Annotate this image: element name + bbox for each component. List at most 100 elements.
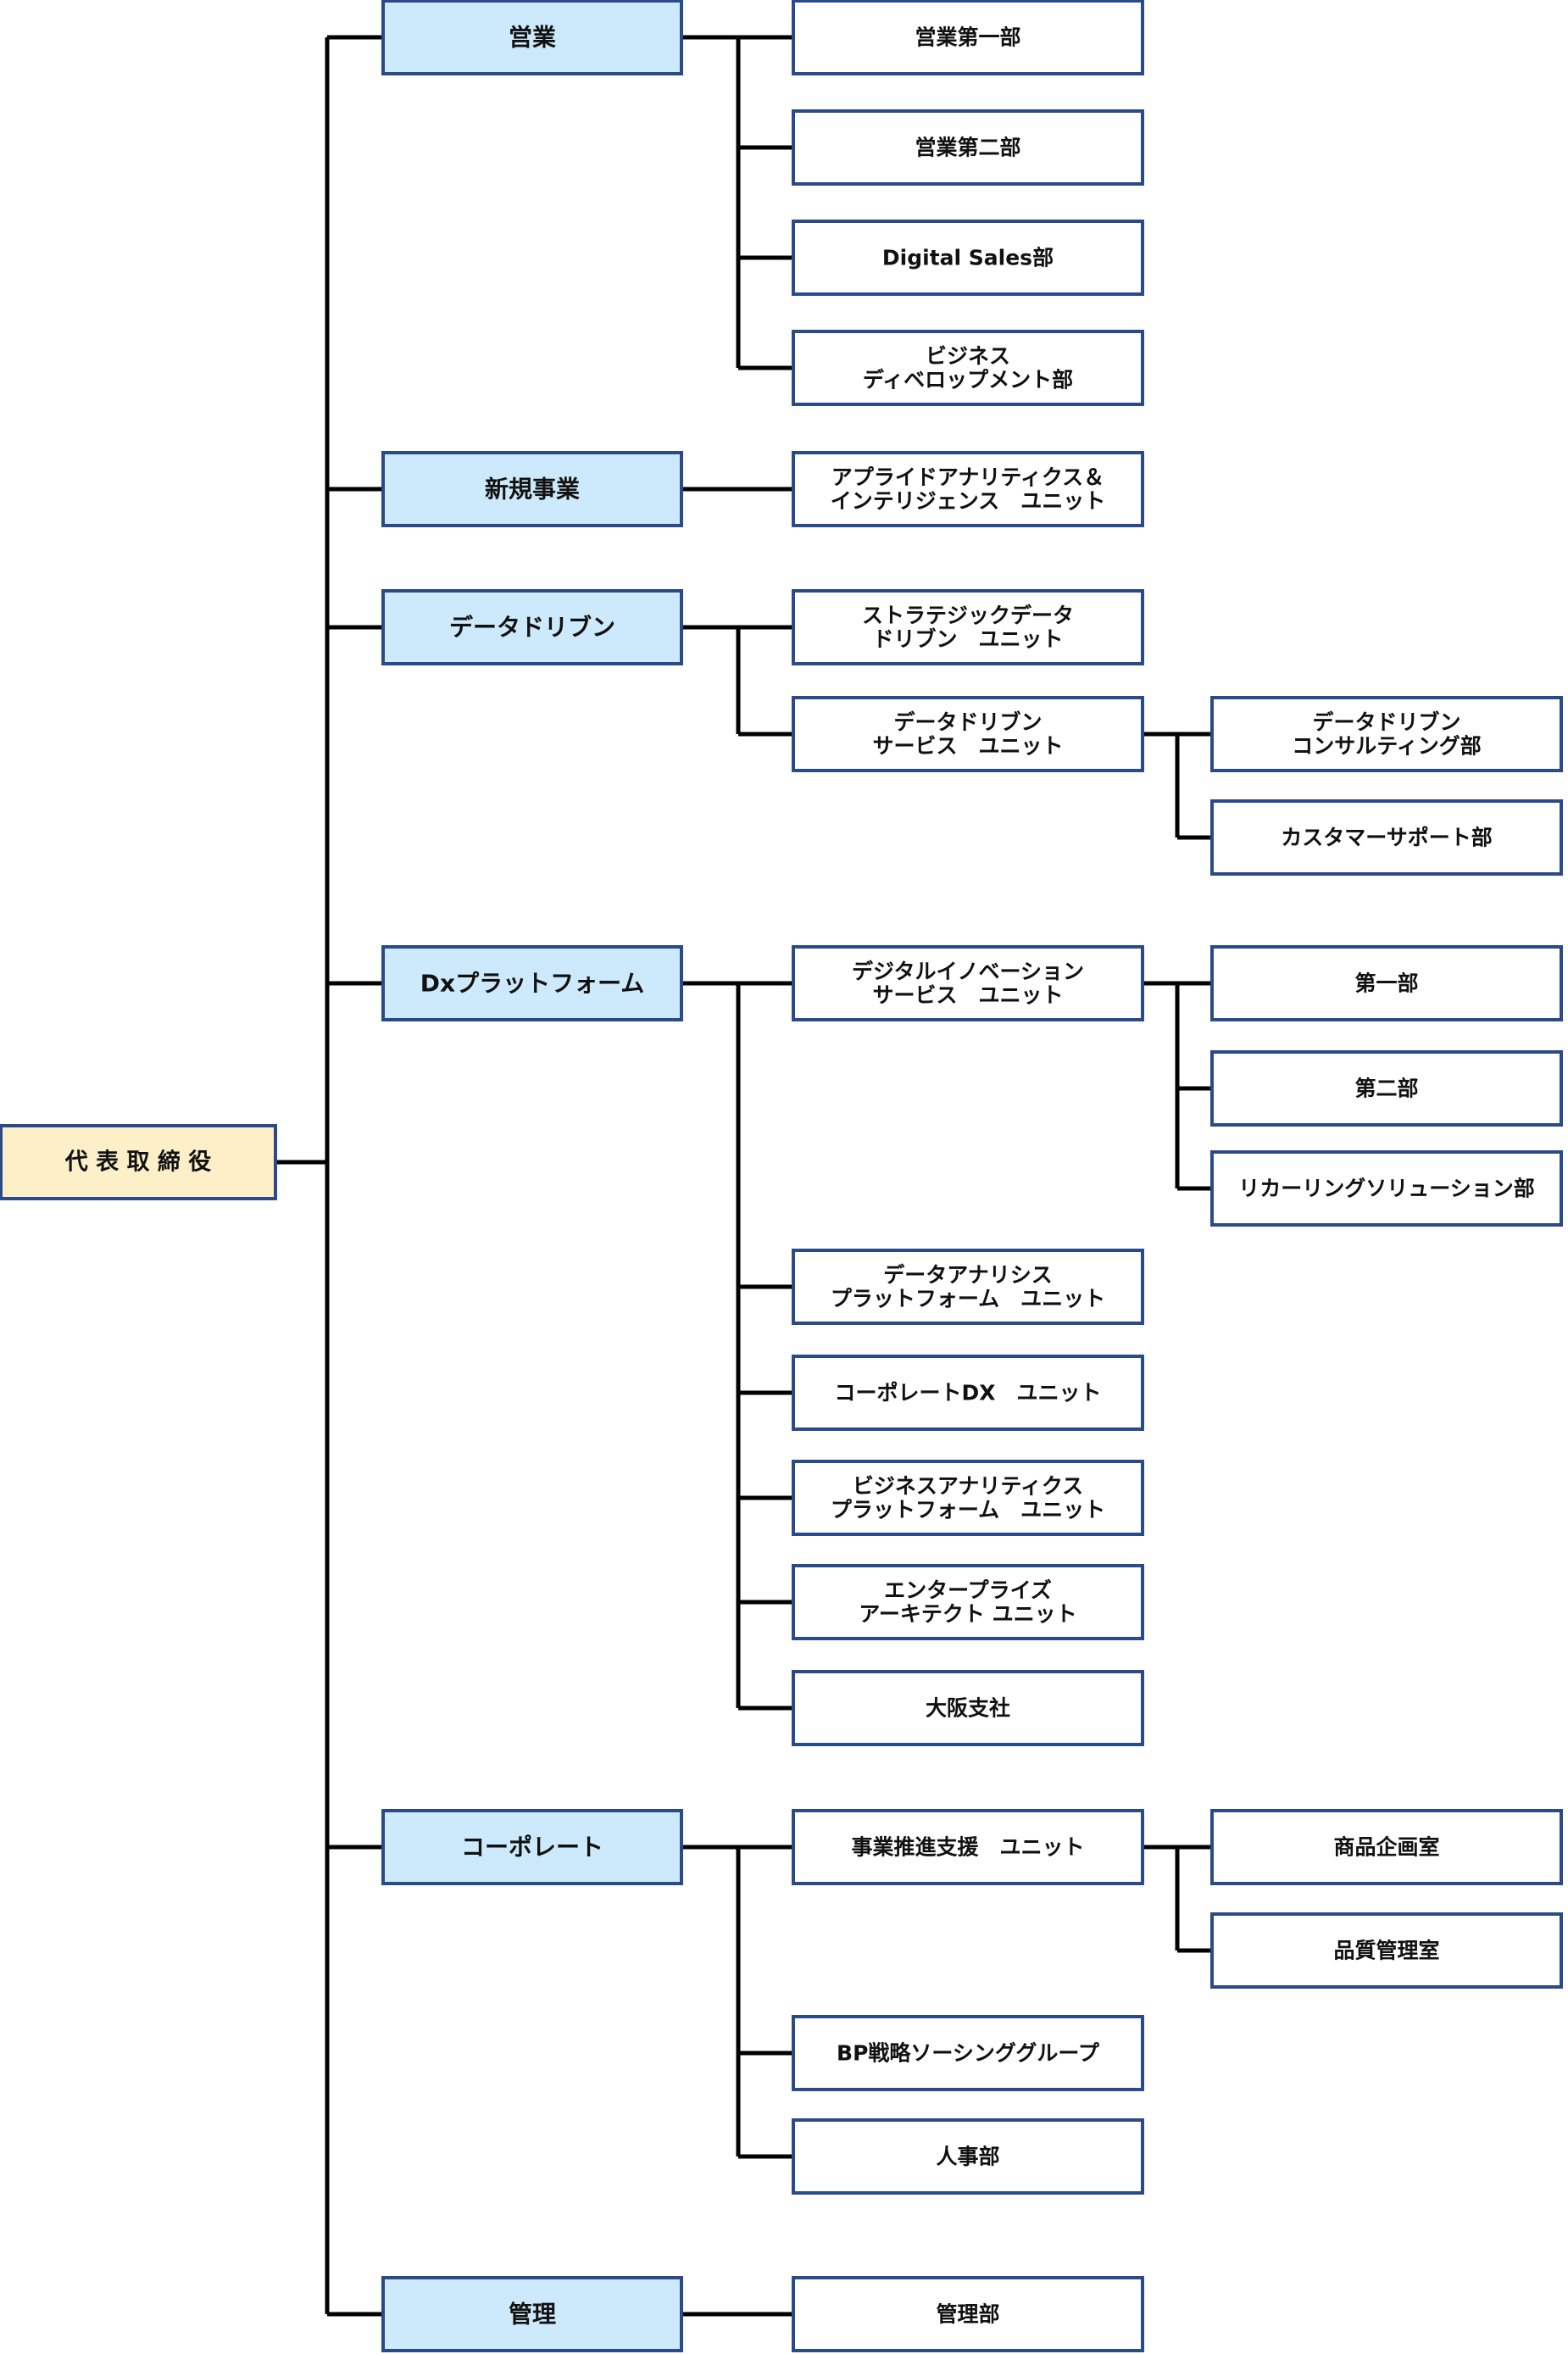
unit-box-0-1-label: 営業第二部: [915, 136, 1020, 160]
unit-box-0-2: Digital Sales部: [792, 220, 1144, 296]
unit-box-4-0: 事業推進支援 ユニット: [792, 1809, 1144, 1885]
unit-box-5-0-label: 管理部: [936, 2302, 999, 2327]
subunit-box-4-0-0-label: 商品企画室: [1333, 1835, 1439, 1860]
connector-lines: [275, 35, 1212, 2317]
unit-box-2-1-frame: [792, 696, 1144, 772]
unit-box-3-0-label: デジタルイノベーション: [852, 960, 1084, 984]
division-box-2-label: データドリブン: [449, 614, 615, 642]
unit-box-4-0-label: 事業推進支援 ユニット: [851, 1835, 1084, 1860]
division-box-5: 管理: [381, 2276, 683, 2352]
subunit-box-3-0-1: 第二部: [1210, 1050, 1563, 1127]
subunit-box-4-0-1-label: 品質管理室: [1333, 1939, 1439, 1963]
subunit-box-4-0-1: 品質管理室: [1210, 1912, 1563, 1989]
unit-box-3-0-frame: [792, 945, 1144, 1021]
division-box-3-frame: [381, 945, 683, 1021]
unit-box-0-0-frame: [792, 0, 1144, 75]
division-box-5-frame: [381, 2276, 683, 2352]
unit-box-2-0-frame: [792, 589, 1144, 665]
unit-box-4-1: BP戦略ソーシンググループ: [792, 2015, 1144, 2091]
unit-box-4-2: 人事部: [792, 2118, 1144, 2195]
subunit-box-4-0-0-frame: [1210, 1809, 1563, 1885]
unit-box-0-1-frame: [792, 109, 1144, 186]
subunit-box-3-0-2-label: リカーリングソリューション部: [1238, 1177, 1535, 1201]
subunit-box-4-0-0: 商品企画室: [1210, 1809, 1563, 1885]
division-box-0: 営業: [381, 0, 683, 75]
subunit-box-2-1-0-frame: [1210, 696, 1563, 772]
unit-box-0-3-frame: [792, 330, 1144, 406]
unit-box-4-1-frame: [792, 2015, 1144, 2091]
division-box-1-frame: [381, 451, 683, 527]
unit-box-3-3-frame: [792, 1460, 1144, 1536]
unit-box-2-0-label: ストラテジックデータ: [862, 604, 1074, 628]
subunit-box-3-0-0-label: 第一部: [1354, 971, 1418, 996]
division-box-3-label: Dxプラットフォーム: [420, 970, 644, 998]
unit-box-1-0-frame: [792, 451, 1144, 527]
subunit-box-3-0-1-label: 第二部: [1354, 1077, 1418, 1101]
unit-box-3-2-frame: [792, 1355, 1144, 1431]
unit-box-0-0: 営業第一部: [792, 0, 1144, 75]
division-box-3: Dxプラットフォーム: [381, 945, 683, 1021]
subunit-box-2-1-1-frame: [1210, 799, 1563, 876]
subunit-box-3-0-1-frame: [1210, 1050, 1563, 1127]
unit-box-0-3-label: ディベロップメント部: [863, 368, 1073, 392]
unit-box-3-4-label: エンタープライズ: [884, 1578, 1052, 1603]
division-box-4-label: コーポレート: [461, 1834, 603, 1861]
root-ceo-box-frame: [0, 1124, 277, 1200]
unit-box-3-2: コーポレートDX ユニット: [792, 1355, 1144, 1431]
unit-box-1-0-label: アプライドアナリティクス＆: [831, 465, 1104, 490]
unit-box-0-2-frame: [792, 220, 1144, 296]
division-box-2-frame: [381, 589, 683, 665]
division-box-4-frame: [381, 1809, 683, 1885]
unit-box-3-1-frame: [792, 1249, 1144, 1325]
unit-box-3-3-label: プラットフォーム ユニット: [831, 1498, 1105, 1522]
unit-box-3-0-label: サービス ユニット: [872, 983, 1063, 1008]
division-box-5-label: 管理: [509, 2301, 556, 2329]
unit-box-0-1: 営業第二部: [792, 109, 1144, 186]
unit-box-3-5: 大阪支社: [792, 1670, 1144, 1746]
unit-box-0-3-label: ビジネス: [926, 344, 1010, 369]
unit-box-3-5-label: 大阪支社: [926, 1696, 1010, 1721]
subunit-box-2-1-1-label: カスタマーサポート部: [1281, 826, 1493, 850]
unit-box-0-0-label: 営業第一部: [915, 25, 1020, 50]
subunit-box-3-0-2-frame: [1210, 1150, 1563, 1227]
subunit-box-3-0-0-frame: [1210, 945, 1563, 1021]
division-box-1: 新規事業: [381, 451, 683, 527]
unit-box-2-1-label: データドリブン: [893, 710, 1042, 735]
subunit-box-3-0-2: リカーリングソリューション部: [1210, 1150, 1563, 1227]
unit-box-3-1-label: プラットフォーム ユニット: [831, 1287, 1105, 1311]
unit-box-3-2-label: コーポレートDX ユニット: [834, 1381, 1101, 1405]
unit-box-4-1-label: BP戦略ソーシンググループ: [837, 2041, 1100, 2066]
subunit-box-2-1-0-label: コンサルティング部: [1292, 734, 1482, 759]
unit-box-2-0-label: ドリブン ユニット: [872, 627, 1063, 652]
unit-box-1-0: アプライドアナリティクス＆インテリジェンス ユニット: [792, 451, 1144, 527]
root-ceo-box-label: 代 表 取 締 役: [64, 1149, 212, 1176]
subunit-box-2-1-0-label: データドリブン: [1312, 710, 1460, 735]
unit-box-4-2-frame: [792, 2118, 1144, 2195]
root-ceo-box: 代 表 取 締 役: [0, 1124, 277, 1200]
unit-box-3-1-label: データアナリシス: [883, 1263, 1053, 1288]
unit-box-5-0-frame: [792, 2276, 1144, 2352]
unit-box-3-4-label: アーキテクト ユニット: [859, 1602, 1076, 1627]
division-box-0-label: 営業: [509, 24, 556, 52]
unit-box-0-2-label: Digital Sales部: [882, 246, 1054, 270]
subunit-box-3-0-0: 第一部: [1210, 945, 1563, 1021]
division-box-1-label: 新規事業: [485, 476, 580, 504]
unit-box-5-0: 管理部: [792, 2276, 1144, 2352]
division-box-2: データドリブン: [381, 589, 683, 665]
unit-box-1-0-label: インテリジェンス ユニット: [831, 489, 1106, 514]
division-box-4: コーポレート: [381, 1809, 683, 1885]
subunit-box-4-0-1-frame: [1210, 1912, 1563, 1989]
unit-box-2-1-label: サービス ユニット: [872, 734, 1063, 759]
subunit-box-2-1-1: カスタマーサポート部: [1210, 799, 1563, 876]
unit-box-4-2-label: 人事部: [936, 2145, 999, 2169]
